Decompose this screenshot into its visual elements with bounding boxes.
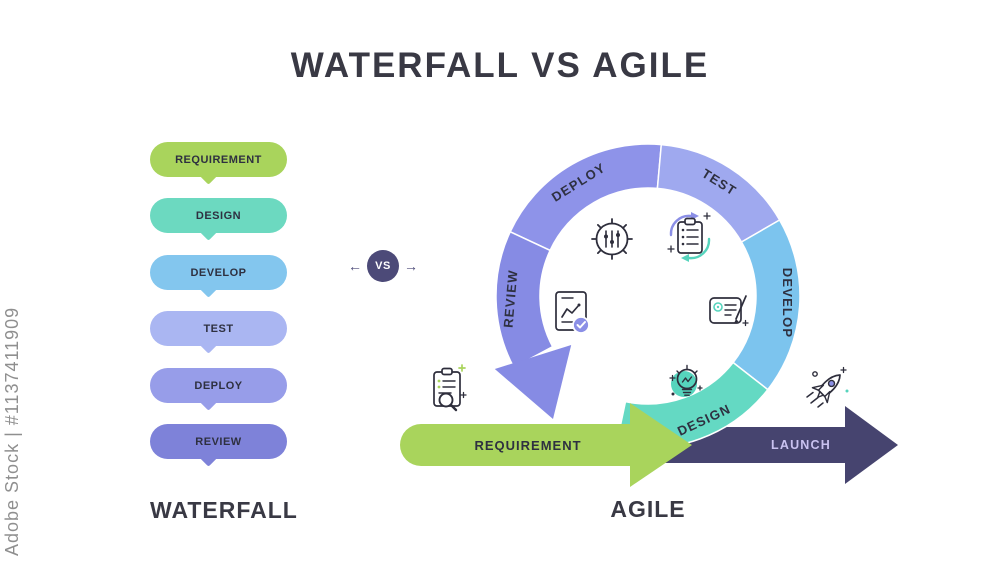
pill-label: DEVELOP [150,255,287,290]
waterfall-step-test: TEST [150,311,287,354]
right-arrow-icon: → [404,258,418,274]
ring-segment-deploy [509,143,663,252]
clipboard-sync-icon [667,212,711,262]
waterfall-step-review: REVIEW [150,424,287,467]
requirement-arrow-head [630,403,692,487]
left-arrow-icon: ← [348,258,362,274]
waterfall-step-develop: DEVELOP [150,255,287,298]
requirement-arrow-body [400,424,634,466]
pill-label: DESIGN [150,198,287,233]
review-cycle-arrowhead [494,345,572,419]
agile-cycle-diagram: DEPLOY TEST DEVELOP DESIGN REVIEW REQUIR… [400,143,898,487]
ring-label-review: REVIEW [500,269,520,329]
gear-settings-icon [591,218,633,260]
pill-label: REQUIREMENT [150,142,287,177]
agile-title: AGILE [610,496,686,522]
clipboard-search-icon [433,364,467,412]
stock-watermark: Adobe Stock | #1137411909 [2,306,22,556]
waterfall-title: WATERFALL [150,497,298,523]
requirement-label: REQUIREMENT [474,438,581,453]
ring-segment-review [495,230,554,369]
waterfall-step-design: DESIGN [150,198,287,241]
page-title: WATERFALL VS AGILE [290,46,710,85]
rocket-icon [806,366,849,408]
pill-label: TEST [150,311,287,346]
checklist-pen-icon [709,295,749,327]
report-check-icon [555,291,590,334]
idea-lightbulb-icon [669,364,703,397]
vs-circle: VS [367,250,399,282]
launch-arrow-head [845,406,898,484]
waterfall-step-requirement: REQUIREMENT [150,142,287,185]
ring-label-develop: DEVELOP [780,268,795,339]
vs-badge: ← VS → [348,250,418,282]
launch-label: LAUNCH [771,438,831,452]
pill-label: REVIEW [150,424,287,459]
ring-segment-test [656,143,781,244]
waterfall-step-deploy: DEPLOY [150,368,287,411]
pill-label: DEPLOY [150,368,287,403]
